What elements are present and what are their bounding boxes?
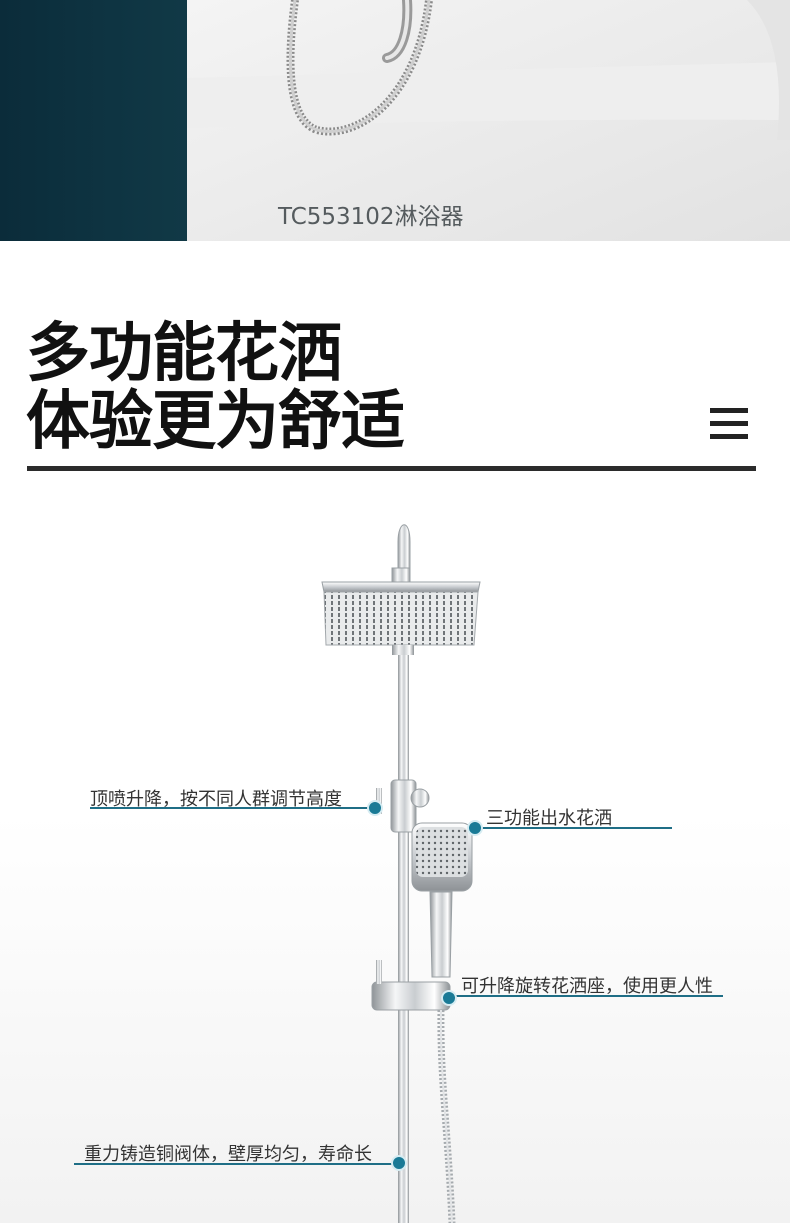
- callout-line-three-function: [474, 827, 672, 829]
- page-title: 多功能花洒 体验更为舒适: [26, 317, 405, 459]
- hotspot-rotating-holder[interactable]: [441, 990, 457, 1006]
- hotspot-top-spray[interactable]: [367, 800, 383, 816]
- callout-line-rotating-holder: [449, 995, 723, 997]
- banner-product-photo: [187, 0, 790, 241]
- hotspot-valve-body[interactable]: [391, 1155, 407, 1171]
- callout-three-function: 三功能出水花洒: [486, 808, 612, 829]
- product-banner: TC553102淋浴器: [0, 0, 790, 241]
- shower-system-illustration: 顶喷升降，按不同人群调节高度 三功能出水花洒 可升降旋转花洒座，使用更人性 重力…: [0, 480, 790, 1223]
- title-line-1: 多功能花洒: [26, 317, 342, 391]
- callout-valve-body: 重力铸造铜阀体，壁厚均匀，寿命长: [84, 1144, 372, 1165]
- shower-hose-illustration: [187, 0, 790, 241]
- callout-rotating-holder: 可升降旋转花洒座，使用更人性: [461, 976, 713, 997]
- banner-dark-panel: [0, 0, 187, 241]
- shower-column-drawing: [321, 524, 481, 1223]
- hamburger-menu-icon[interactable]: [710, 408, 748, 440]
- callout-line-valve-body: [74, 1163, 399, 1165]
- hotspot-three-function[interactable]: [467, 820, 483, 836]
- callout-top-spray: 顶喷升降，按不同人群调节高度: [90, 789, 342, 810]
- model-label: TC553102淋浴器: [278, 204, 464, 230]
- title-line-2: 体验更为舒适: [26, 385, 405, 459]
- heading-divider: [27, 466, 756, 471]
- callout-line-top-spray: [90, 807, 376, 809]
